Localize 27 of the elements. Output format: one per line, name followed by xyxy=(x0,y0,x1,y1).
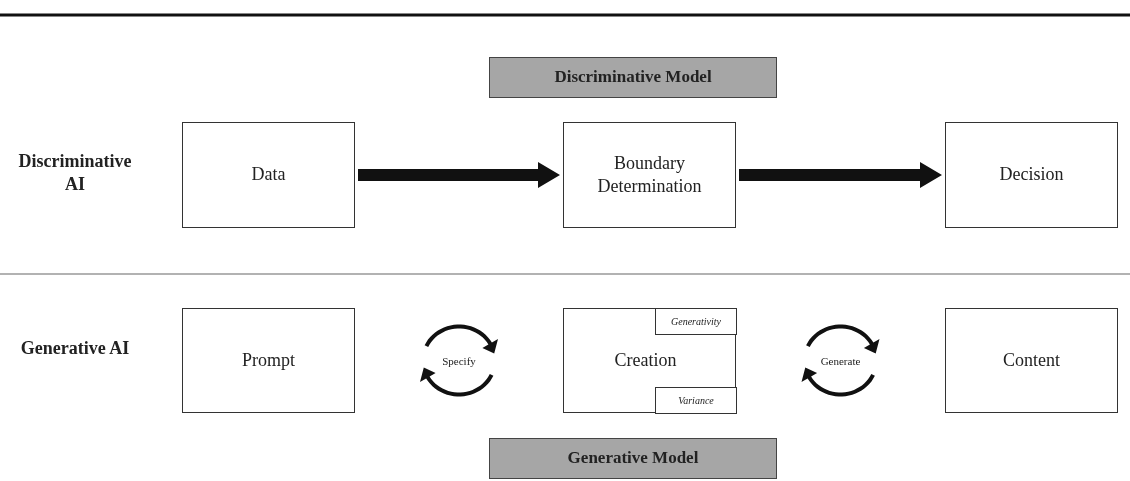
cycle-arrow xyxy=(420,324,498,397)
block-arrow xyxy=(358,162,560,188)
cycle-arrow xyxy=(801,324,880,397)
banner-title: Discriminative Model xyxy=(553,66,713,89)
tag-box xyxy=(655,307,737,335)
edge-label: Specify xyxy=(441,354,477,367)
box-label: Decision xyxy=(998,163,1065,187)
box-label: Boundary Determination xyxy=(596,151,703,198)
box-label: Prompt xyxy=(241,348,296,372)
process-box xyxy=(945,308,1118,413)
model-banner xyxy=(489,438,777,479)
row-label: Discriminative AI xyxy=(17,150,133,197)
tag-box xyxy=(655,386,737,414)
process-box xyxy=(182,308,355,413)
process-box xyxy=(563,308,736,413)
process-box xyxy=(945,122,1118,228)
box-label: Generativity xyxy=(670,314,722,328)
block-arrow xyxy=(739,162,942,188)
box-label: Content xyxy=(1002,348,1061,372)
process-box xyxy=(563,122,736,228)
banner-title: Generative Model xyxy=(566,447,700,470)
row-label: Generative AI xyxy=(19,337,131,360)
box-label: Data xyxy=(250,163,287,187)
box-label: Creation xyxy=(613,348,678,372)
process-box xyxy=(182,122,355,228)
model-banner xyxy=(489,57,777,98)
box-label: Variance xyxy=(677,393,715,407)
